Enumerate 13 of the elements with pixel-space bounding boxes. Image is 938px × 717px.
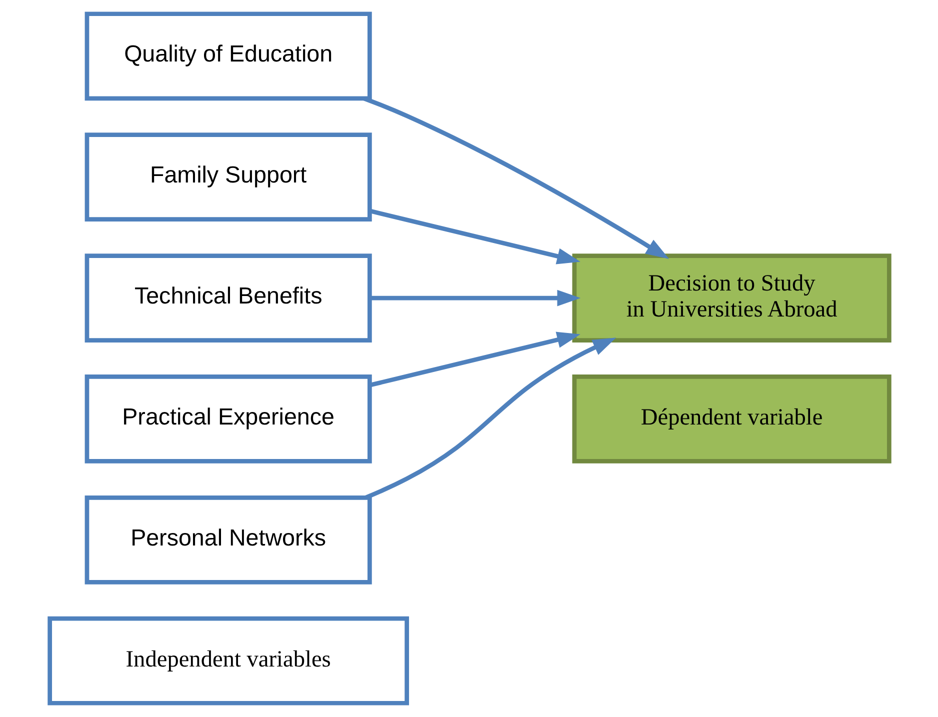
node-box: Family Support: [84, 132, 372, 222]
node-box: Decision to Study in Universities Abroad: [572, 254, 891, 342]
node-box: Quality of Education: [84, 12, 372, 101]
arrow: [368, 208, 580, 264]
node-box: Dépendent variable: [572, 374, 891, 464]
arrow: [364, 338, 616, 500]
node-box: Personal Networks: [84, 495, 372, 584]
arrow: [369, 290, 580, 306]
node-box: Practical Experience: [84, 374, 372, 464]
node-box: Technical Benefits: [84, 254, 372, 342]
node-box: Independent variables: [47, 616, 409, 706]
arrow: [368, 332, 580, 388]
arrow: [362, 96, 669, 259]
